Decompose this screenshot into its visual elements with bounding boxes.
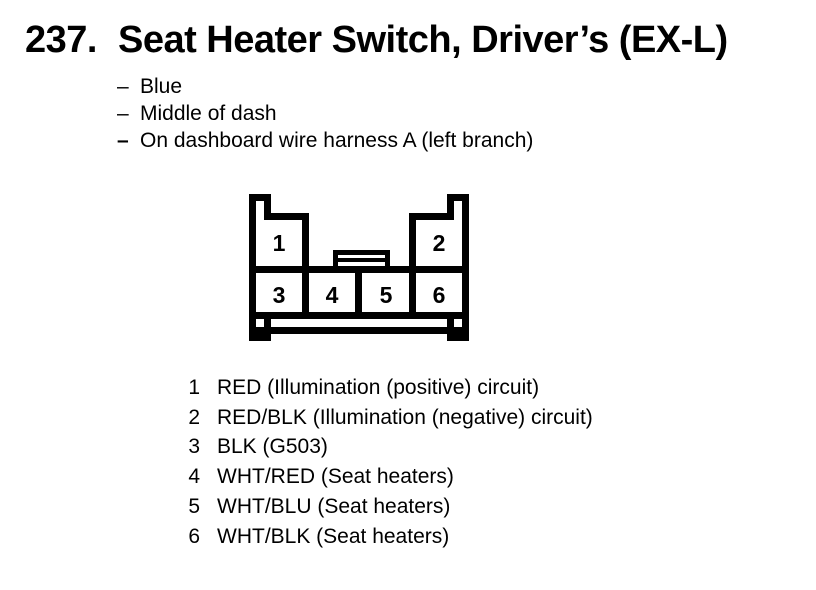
- note-text: Middle of dash: [140, 102, 277, 125]
- figure-number: 237.: [25, 19, 97, 61]
- pin-description: BLK (G503): [217, 435, 328, 459]
- pin-row: 5 WHT/BLU (Seat heaters): [0, 492, 593, 522]
- pin-number: 5: [188, 494, 200, 518]
- dash-bullet-icon: –: [117, 75, 129, 98]
- connector-face-drawing: 1 2 3 4 5 6: [249, 194, 469, 341]
- cavity2-top-edge: [409, 213, 454, 220]
- bottom-right-foot-edge: [447, 319, 454, 327]
- pin-description: RED/BLK (Illumination (negative) circuit…: [217, 405, 593, 429]
- pin-legend: 1 RED (Illumination (positive) circuit) …: [0, 373, 593, 552]
- note-item: – On dashboard wire harness A (left bran…: [117, 127, 533, 154]
- cavity-number-6: 6: [433, 282, 446, 308]
- cavity-number-1: 1: [273, 230, 286, 256]
- cavity-number-3: 3: [273, 282, 286, 308]
- cavity2-left-edge: [409, 213, 416, 273]
- cavity-bottom-edge: [249, 312, 469, 319]
- divider-5-6: [409, 273, 416, 312]
- pin-row: 1 RED (Illumination (positive) circuit): [0, 373, 593, 403]
- dash-bullet-icon: –: [117, 102, 129, 125]
- divider-3-4: [302, 273, 309, 312]
- note-item: – Blue: [117, 73, 533, 100]
- pin-number: 2: [188, 405, 200, 429]
- cavity1-right-edge: [302, 213, 309, 273]
- pin-description: WHT/BLU (Seat heaters): [217, 494, 451, 518]
- connector-housing: [249, 194, 469, 341]
- pin-row: 6 WHT/BLK (Seat heaters): [0, 522, 593, 552]
- top-left-tab-edge: [264, 194, 271, 220]
- bottom-right-foot: [447, 334, 469, 341]
- pin-row: 3 BLK (G503): [0, 432, 593, 462]
- housing-bottom-edge: [249, 327, 469, 334]
- pin-number: 4: [188, 465, 200, 489]
- pin-number: 3: [188, 435, 200, 459]
- cavity-numbers: 1 2 3 4 5 6: [273, 230, 446, 308]
- note-text: On dashboard wire harness A (left branch…: [140, 129, 534, 152]
- cavity-number-4: 4: [326, 282, 339, 308]
- top-left-tab: [249, 194, 271, 201]
- pin-row: 2 RED/BLK (Illumination (negative) circu…: [0, 403, 593, 433]
- connector-latch: [333, 250, 390, 266]
- cavity1-top-edge: [264, 213, 309, 220]
- connector-diagram: 1 2 3 4 5 6: [240, 190, 480, 350]
- figure-title: Seat Heater Switch, Driver’s (EX-L): [117, 19, 728, 61]
- dash-bullet-icon: –: [117, 129, 129, 152]
- pin-description: RED (Illumination (positive) circuit): [217, 376, 540, 399]
- cavity-number-2: 2: [433, 230, 446, 256]
- divider-4-5: [355, 273, 362, 312]
- bottom-left-foot-edge: [264, 319, 271, 327]
- page-title: 237. Seat Heater Switch, Driver’s (EX-L): [25, 21, 728, 59]
- note-item: – Middle of dash: [117, 100, 533, 127]
- note-text: Blue: [140, 75, 183, 98]
- pin-description: WHT/BLK (Seat heaters): [217, 524, 450, 548]
- row-divider: [249, 266, 469, 273]
- pin-number: 1: [188, 376, 200, 399]
- note-list: – Blue – Middle of dash – On dashboard w…: [117, 73, 533, 154]
- top-right-tab-edge: [447, 194, 454, 220]
- pin-number: 6: [188, 524, 200, 548]
- top-right-tab: [447, 194, 469, 201]
- pin-description: WHT/RED (Seat heaters): [217, 465, 454, 489]
- cavity-number-5: 5: [380, 282, 393, 308]
- bottom-left-foot: [249, 334, 271, 341]
- pin-row: 4 WHT/RED (Seat heaters): [0, 462, 593, 492]
